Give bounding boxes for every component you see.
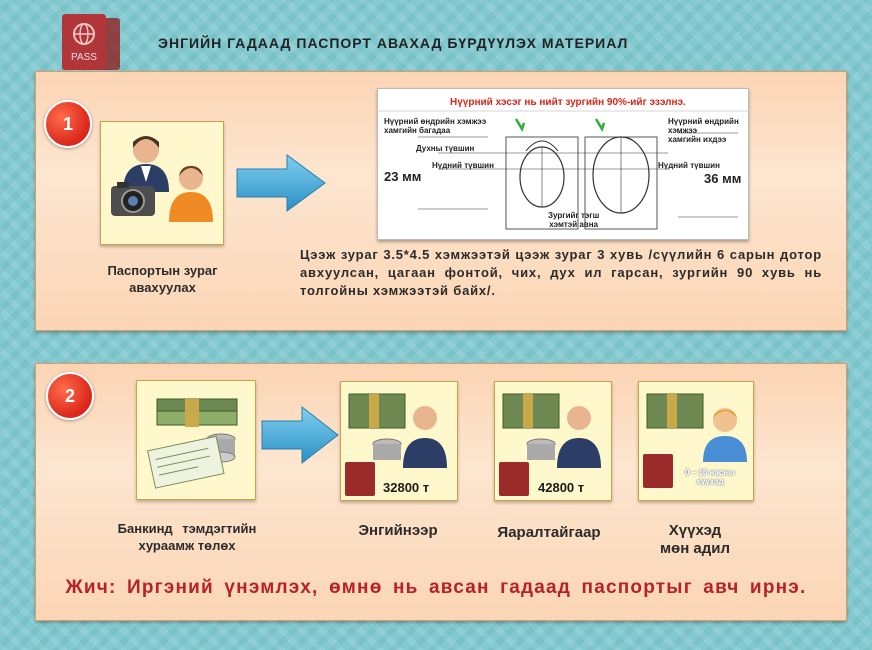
diagram-eye-line: Духны түвшин [416,144,475,153]
option-label-child-line1: Хүүхэд [668,522,722,539]
bank-label-line1: Банкинд тэмдэгтийн [117,521,257,536]
diagram-left-top: Нүүрний өндрийн хэмжээ хамгийн багадаа [384,117,486,135]
bank-label: Банкинд тэмдэгтийн хураамж төлөх [92,520,282,554]
diagram-left-top-line1: Нүүрний өндрийн хэмжээ [384,117,487,126]
option-label-child: Хүүхэд мөн адил [630,522,760,558]
option-card-child [638,381,754,501]
step1-number-badge: 1 [44,100,92,148]
diagram-left-top-line2: хамгийн багадаа [384,126,451,135]
photo-label-line2: авахуулах [129,280,196,295]
option-label-regular: Энгийнээр [358,522,438,539]
diagram-bottom-line1: Зургийг тэгш [548,211,600,220]
diagram-right-top: Нүүрний өндрийн хэмжээ хамгийн ихдээ [668,117,748,144]
price-urgent: 42800 т [538,480,585,495]
child-age-label: 0 – 16 насны хүүхэд [670,468,750,486]
child-money-icon [643,393,747,488]
diagram-right-top-line2: хамгийн ихдээ [668,135,727,144]
diagram-right-top-line1: Нүүрний өндрийн хэмжээ [668,117,739,135]
diagram-right-size: 36 мм [704,171,742,186]
photographer-icon [111,136,213,222]
photo-label: Паспортын зураг авахуулах [80,262,245,296]
diagram-headline: Нүүрний хэсэг нь нийт зургийн 90%-ийг эз… [450,97,686,108]
price-regular: 32800 т [383,480,430,495]
footnote: Жич: Иргэний үнэмлэх, өмнө нь авсан гада… [65,577,807,598]
page-title: ЭНГИЙН ГАДААД ПАСПОРТ АВАХАД БҮРДҮҮЛЭХ М… [158,35,629,51]
diagram-left-size: 23 мм [384,169,422,184]
bank-label-line2: хураамж төлөх [138,538,236,553]
option-label-child-line2: мөн адил [659,540,731,557]
photo-requirements-text: Цээж зураг 3.5*4.5 хэмжээтэй цээж зураг … [300,247,822,298]
money-receipt-icon [147,398,238,489]
photo-requirements-diagram: Нүүрний хэсэг нь нийт зургийн 90%-ийг эз… [377,88,749,240]
arrow-right-icon [236,154,326,212]
photo-card [100,121,224,245]
child-age-line2: хүүхэд [696,477,724,486]
step2-number-badge: 2 [46,372,94,420]
option-card-urgent [494,381,612,501]
bank-card [136,380,256,500]
option-card-regular [340,381,458,501]
diagram-nose-line: Нүдний түвшин [432,161,494,170]
arrow-right-icon-2 [261,405,339,465]
photo-label-line1: Паспортын зураг [107,263,218,278]
face-outline-icons [378,110,748,230]
diagram-bottom-line2: хэмтэй авна [549,220,598,229]
option-label-urgent: Яаралтайгаар [497,524,601,541]
child-age-line1: 0 – 16 насны [685,468,735,477]
businessman-money-icon [345,393,447,496]
passport-label: PASS [71,52,97,63]
diagram-right-line: Нүдний түвшин [658,161,720,170]
diagram-bottom: Зургийг тэгш хэмтэй авна [548,211,599,229]
businessman-money-icon-2 [499,393,601,496]
passport-icon: PASS [62,14,120,70]
